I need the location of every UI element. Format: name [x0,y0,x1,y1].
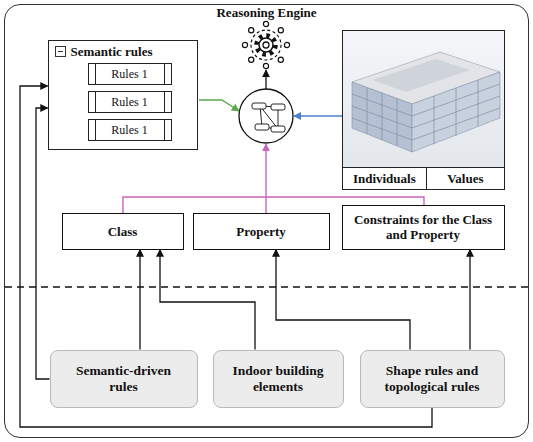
box-label: Shape rules and topological rules [375,363,490,395]
source-box: Semantic-driven rules [50,350,198,408]
roof-structure [372,59,470,92]
box-label: Property [236,224,286,239]
box-label: Rules 1 [101,95,157,109]
reasoning-gear-icon [242,21,289,68]
window-lines [352,80,500,146]
source-box: Shape rules and topological rules [360,350,505,408]
class-box: Class [62,213,184,250]
rule-box: Rules 1 [88,63,172,85]
image-area [343,31,504,167]
rules-to-graph-arrow [199,100,239,111]
constraint-box: Constraints for the Class and Property [342,205,505,250]
collapse-icon [55,46,66,57]
rules-panel: Semantic rulesRules 1 Rules 1 Rules 1 [48,40,198,150]
instance-panel: IndividualsValues [342,30,505,190]
box-label: Class [108,224,138,239]
cell-row: IndividualsValues [343,167,504,189]
connector-arrow [276,250,410,350]
front-wall [352,82,412,152]
dashed-separator [5,286,528,288]
connector-arrow [139,250,140,350]
source-box: Indoor building elements [213,350,344,408]
engine-title: Reasoning Engine [5,5,528,20]
rule-box: Rules 1 [88,91,172,113]
engine-arrow [265,70,266,89]
ontology-to-graph-arrow [265,144,266,213]
panel-header: Semantic rules [49,41,197,62]
table-cell: Individuals [343,168,428,189]
connector-arrow [469,250,470,350]
building-illustration [343,31,504,167]
instances-to-graph-arrow [294,115,342,116]
connector-arrow [160,250,255,350]
box-label: Rules 1 [101,123,157,137]
panel-title: Semantic rules [71,44,153,59]
knowledge-graph-icon [239,89,293,143]
box-label: Indoor building elements [228,363,329,395]
table-cell: Values [427,168,503,189]
box-label: Constraints for the Class and Property [351,212,496,242]
box-label: Rules 1 [101,67,157,81]
rule-box: Rules 1 [88,119,172,141]
image-ground [343,31,504,167]
side-wall [412,72,500,152]
box-label: Semantic-driven rules [65,363,183,395]
engine-frame: Reasoning EngineSemantic rulesRules 1 Rul… [4,4,529,438]
property-box: Property [193,213,330,250]
